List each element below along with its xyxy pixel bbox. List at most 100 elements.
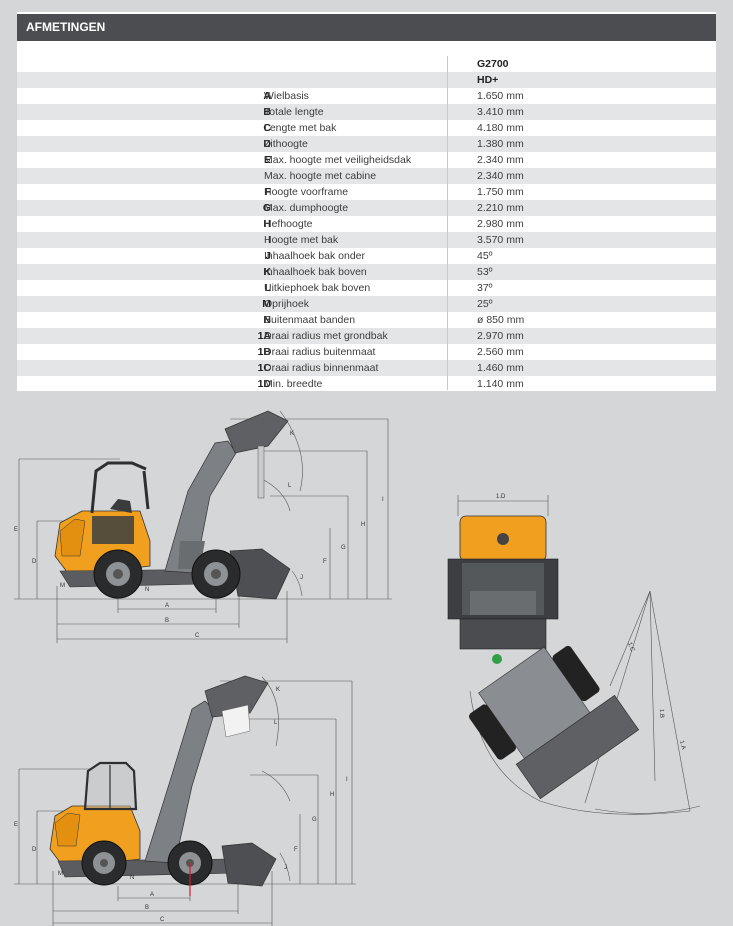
canopy-machine (54, 410, 291, 600)
model-name: G2700 (477, 58, 509, 70)
row-value: ø 850 mm (477, 314, 525, 326)
row-label: Wielbasis (264, 90, 309, 102)
row-label: Draai radius met grondbak (264, 330, 388, 342)
row-code: C (263, 122, 271, 134)
svg-text:1.A: 1.A (678, 740, 686, 750)
row-value: 4.180 mm (477, 122, 524, 134)
row-label: Oprijhoek (264, 298, 309, 310)
side-view-cabin (14, 676, 356, 926)
svg-text:C: C (160, 917, 165, 923)
svg-text:N: N (145, 587, 149, 593)
svg-text:D: D (32, 847, 37, 853)
svg-text:B: B (165, 618, 169, 624)
canopy-dimension-labels: A B C D E F G H I J K L M N (14, 431, 384, 639)
table-head-row-2: HD+ (17, 72, 716, 88)
svg-text:1.D: 1.D (496, 494, 506, 500)
svg-text:I: I (382, 497, 384, 503)
row-code: H (263, 218, 271, 230)
cabin-machine (49, 675, 277, 896)
svg-text:A: A (165, 603, 169, 609)
row-value: 25º (477, 298, 493, 310)
table-head-row-1: G2700 (17, 56, 716, 72)
row-code: M (262, 298, 271, 310)
row-code: 1D (257, 378, 271, 390)
row-label: Max. dumphoogte (264, 202, 349, 214)
row-code: B (263, 106, 271, 118)
svg-text:J: J (300, 575, 303, 581)
row-value: 1.460 mm (477, 362, 524, 374)
svg-text:G: G (341, 545, 346, 551)
svg-text:F: F (323, 559, 327, 565)
row-code: I (268, 234, 271, 246)
row-code: 1A (257, 330, 271, 342)
svg-text:G: G (312, 817, 317, 823)
row-label: Min. breedte (264, 378, 323, 390)
model-variant: HD+ (477, 74, 499, 86)
svg-text:C: C (195, 633, 200, 639)
row-value: 1.650 mm (477, 90, 524, 102)
row-code: 1B (257, 346, 271, 358)
row-code: E (263, 154, 271, 166)
row-value: 3.410 mm (477, 106, 524, 118)
top-view-dimensions (457, 495, 701, 815)
row-code: F (264, 186, 271, 198)
side-view-canopy (14, 410, 392, 643)
row-code: G (262, 202, 271, 214)
top-strip (0, 0, 733, 12)
top-view-labels: 1.D 1.C 1.B 1.A (496, 494, 686, 750)
row-code: J (265, 250, 271, 262)
svg-text:K: K (290, 431, 294, 437)
row-value: 2.970 mm (477, 330, 524, 342)
svg-text:N: N (130, 875, 134, 881)
row-code: A (263, 90, 271, 102)
row-code: K (263, 266, 271, 278)
row-value: 2.210 mm (477, 202, 524, 214)
row-value: 3.570 mm (477, 234, 524, 246)
svg-text:E: E (14, 822, 18, 828)
top-view-machine (447, 515, 640, 800)
svg-text:L: L (274, 720, 278, 726)
row-value: 45º (477, 250, 493, 262)
svg-text:K: K (276, 687, 280, 693)
row-label: Max. hoogte met veiligheidsdak (264, 154, 412, 166)
svg-text:A: A (150, 892, 154, 898)
svg-text:D: D (32, 559, 37, 565)
svg-text:F: F (294, 847, 298, 853)
row-code: D (263, 138, 271, 150)
svg-text:I: I (346, 777, 348, 783)
svg-text:E: E (14, 527, 18, 533)
svg-text:J: J (284, 865, 287, 871)
row-value: 2.560 mm (477, 346, 524, 358)
row-label: Inhaalhoek bak boven (264, 266, 367, 278)
column-divider (447, 56, 448, 390)
row-label: Hefhoogte (264, 218, 313, 230)
row-value: 2.980 mm (477, 218, 524, 230)
svg-text:M: M (58, 871, 63, 877)
svg-text:1.B: 1.B (658, 709, 664, 718)
row-label: Max. hoogte met cabine (264, 170, 377, 182)
row-label: Draai radius binnenmaat (264, 362, 379, 374)
svg-text:H: H (330, 792, 334, 798)
svg-text:1.C: 1.C (626, 642, 635, 653)
svg-text:H: H (361, 522, 365, 528)
row-label: Hoogte voorframe (264, 186, 349, 198)
svg-text:M: M (60, 583, 65, 589)
row-label: Totale lengte (264, 106, 324, 118)
